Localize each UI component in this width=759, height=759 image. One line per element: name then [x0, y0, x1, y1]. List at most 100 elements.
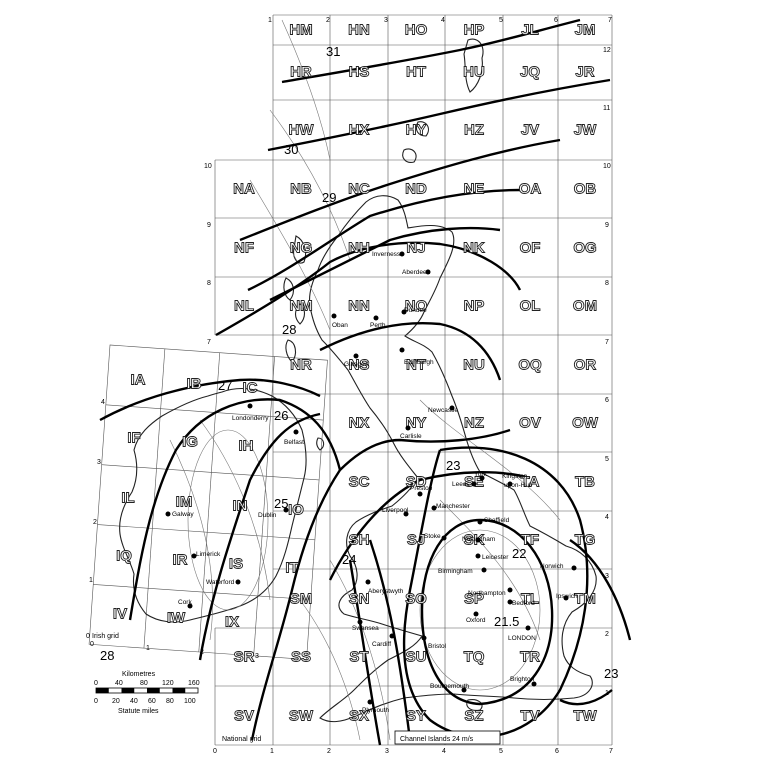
cell-label: TG	[575, 532, 596, 549]
cell-label: SW	[289, 708, 314, 725]
city-label: Preston	[410, 485, 433, 492]
contour-value-label: 23	[604, 666, 618, 681]
cell-label: JR	[575, 64, 594, 81]
mile-tick: 0	[94, 698, 98, 705]
cell-label: SX	[349, 708, 369, 725]
cities: Inverness Aberdeen Oban Perth Dundee Gla…	[165, 251, 578, 714]
city-marker	[507, 587, 513, 593]
cell-label: SV	[234, 708, 254, 725]
km-tick: 80	[140, 680, 148, 687]
cell-label: JQ	[520, 64, 540, 81]
mile-tick: 80	[166, 698, 174, 705]
cell-label: NP	[464, 298, 485, 315]
contour-value-label: 29	[322, 190, 336, 205]
axis-number: 3	[605, 573, 609, 580]
cell-label: SO	[405, 591, 427, 608]
cell-label: JM	[575, 22, 596, 39]
cell-label: JL	[521, 22, 539, 39]
cell-label: HX	[349, 122, 370, 139]
axis-number: 1	[270, 748, 274, 755]
cell-label: IW	[167, 610, 186, 627]
axis-number: 5	[605, 456, 609, 463]
cell-label: NG	[290, 240, 313, 257]
contour-value-label: 28	[282, 322, 296, 337]
city-marker	[247, 403, 253, 409]
city-marker	[331, 313, 337, 319]
cell-label: NL	[234, 298, 254, 315]
city-label: Perth	[370, 322, 386, 329]
cell-label: IC	[243, 380, 258, 397]
cell-label: NM	[289, 298, 312, 315]
city-marker	[441, 535, 447, 541]
cell-label: OM	[573, 298, 597, 315]
city-label: Leicester	[482, 554, 509, 561]
city-marker	[479, 475, 485, 481]
cell-label: NY	[406, 415, 427, 432]
cell-label: OL	[520, 298, 541, 315]
coastlines	[119, 38, 597, 723]
city-label: Galway	[172, 511, 194, 518]
axis-number: 12	[603, 47, 611, 54]
city-label: Dublin	[258, 512, 277, 519]
cell-label: IF	[127, 430, 140, 447]
axis-number: 11	[603, 105, 610, 112]
cell-label: TF	[521, 532, 539, 549]
axis-number: 10	[204, 163, 212, 170]
contour-value-label: 28	[100, 648, 114, 663]
cell-label: OA	[519, 181, 542, 198]
axis-number: 0	[86, 633, 90, 640]
city-label: Edinburgh	[404, 359, 434, 366]
cell-label: HZ	[464, 122, 484, 139]
cell-label: IQ	[116, 548, 132, 565]
cell-label: JV	[521, 122, 539, 139]
city-label: Plymouth	[362, 707, 389, 714]
cell-label: SM	[290, 591, 313, 608]
contour-value-label: 26	[274, 408, 288, 423]
irish-grid-cell-labels: IA IB IC IF IG IH IL IM IN IO IQ IR IS I…	[112, 371, 304, 631]
mile-tick: 100	[184, 698, 196, 705]
city-marker	[165, 511, 171, 517]
cell-label: NX	[349, 415, 370, 432]
grid-name-labels: Irish grid National grid Channel Islands…	[92, 633, 501, 745]
axis-number: 2	[326, 17, 330, 24]
city-marker	[367, 699, 373, 705]
cell-label: HR	[290, 64, 312, 81]
cell-label: HY	[406, 122, 427, 139]
thin-isovents	[169, 19, 561, 741]
city-marker	[431, 505, 437, 511]
city-marker	[477, 519, 483, 525]
city-label: Stoke	[424, 533, 441, 540]
city-marker	[461, 687, 467, 693]
city-marker	[399, 251, 405, 257]
isovent-29b	[247, 188, 521, 292]
city-label: Birmingham	[438, 568, 473, 575]
axis-number: 2	[200, 649, 204, 656]
city-label: Northampton	[468, 590, 506, 597]
city-marker	[365, 579, 371, 585]
axis-number: 2	[605, 631, 609, 638]
axis-number: 4	[441, 17, 445, 24]
km-tick: 0	[94, 680, 98, 687]
cell-label: NT	[406, 357, 426, 374]
cell-label: TB	[575, 474, 595, 491]
axis-number: 2	[327, 748, 331, 755]
contour-value-label: 23	[446, 458, 460, 473]
cell-label: OV	[519, 415, 541, 432]
mile-tick: 40	[130, 698, 138, 705]
axis-number: 4	[101, 399, 105, 406]
city-label: Inverness	[372, 251, 401, 258]
city-label: Cardiff	[372, 641, 391, 648]
cell-label: NH	[348, 240, 370, 257]
contour-value-label: 31	[326, 44, 340, 59]
city-label: Cork	[178, 599, 192, 606]
axis-number: 6	[605, 397, 609, 404]
cell-label: TM	[574, 591, 596, 608]
channel-islands-box	[394, 730, 501, 745]
axis-number: 5	[499, 17, 503, 24]
city-marker	[235, 579, 241, 585]
city-label: Dundee	[404, 307, 427, 314]
thick-isovents	[99, 18, 632, 746]
city-marker	[571, 565, 577, 571]
cell-label: SY	[406, 708, 426, 725]
city-label: Oxford	[466, 617, 486, 624]
